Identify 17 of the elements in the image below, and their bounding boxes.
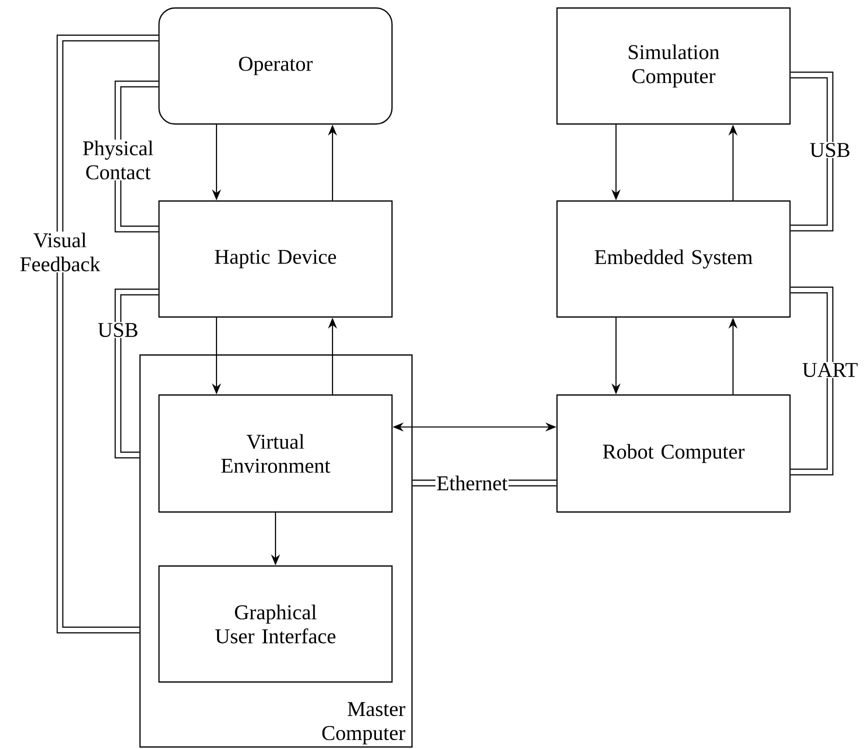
edge-label: Visual Feedback xyxy=(9,232,111,272)
edge-label: USB xyxy=(808,142,852,158)
process-box: Robot Computer xyxy=(556,394,791,513)
double-line xyxy=(56,34,158,634)
double-line xyxy=(790,286,834,476)
edge-label: Physical Contact xyxy=(70,140,166,180)
edge-label: Ethernet xyxy=(435,474,509,492)
process-box: Virtual Environment xyxy=(158,394,393,513)
process-box: Embedded System xyxy=(556,200,791,318)
process-box: Graphical User Interface xyxy=(158,565,393,683)
process-box: Haptic Device xyxy=(158,200,393,318)
edge-label: USB xyxy=(96,322,140,338)
double-line xyxy=(114,288,158,458)
process-box: Simulation Computer xyxy=(556,7,791,125)
edge-label: UART xyxy=(801,362,859,378)
double-line xyxy=(790,72,834,232)
rounded-box: Operator xyxy=(158,7,393,125)
